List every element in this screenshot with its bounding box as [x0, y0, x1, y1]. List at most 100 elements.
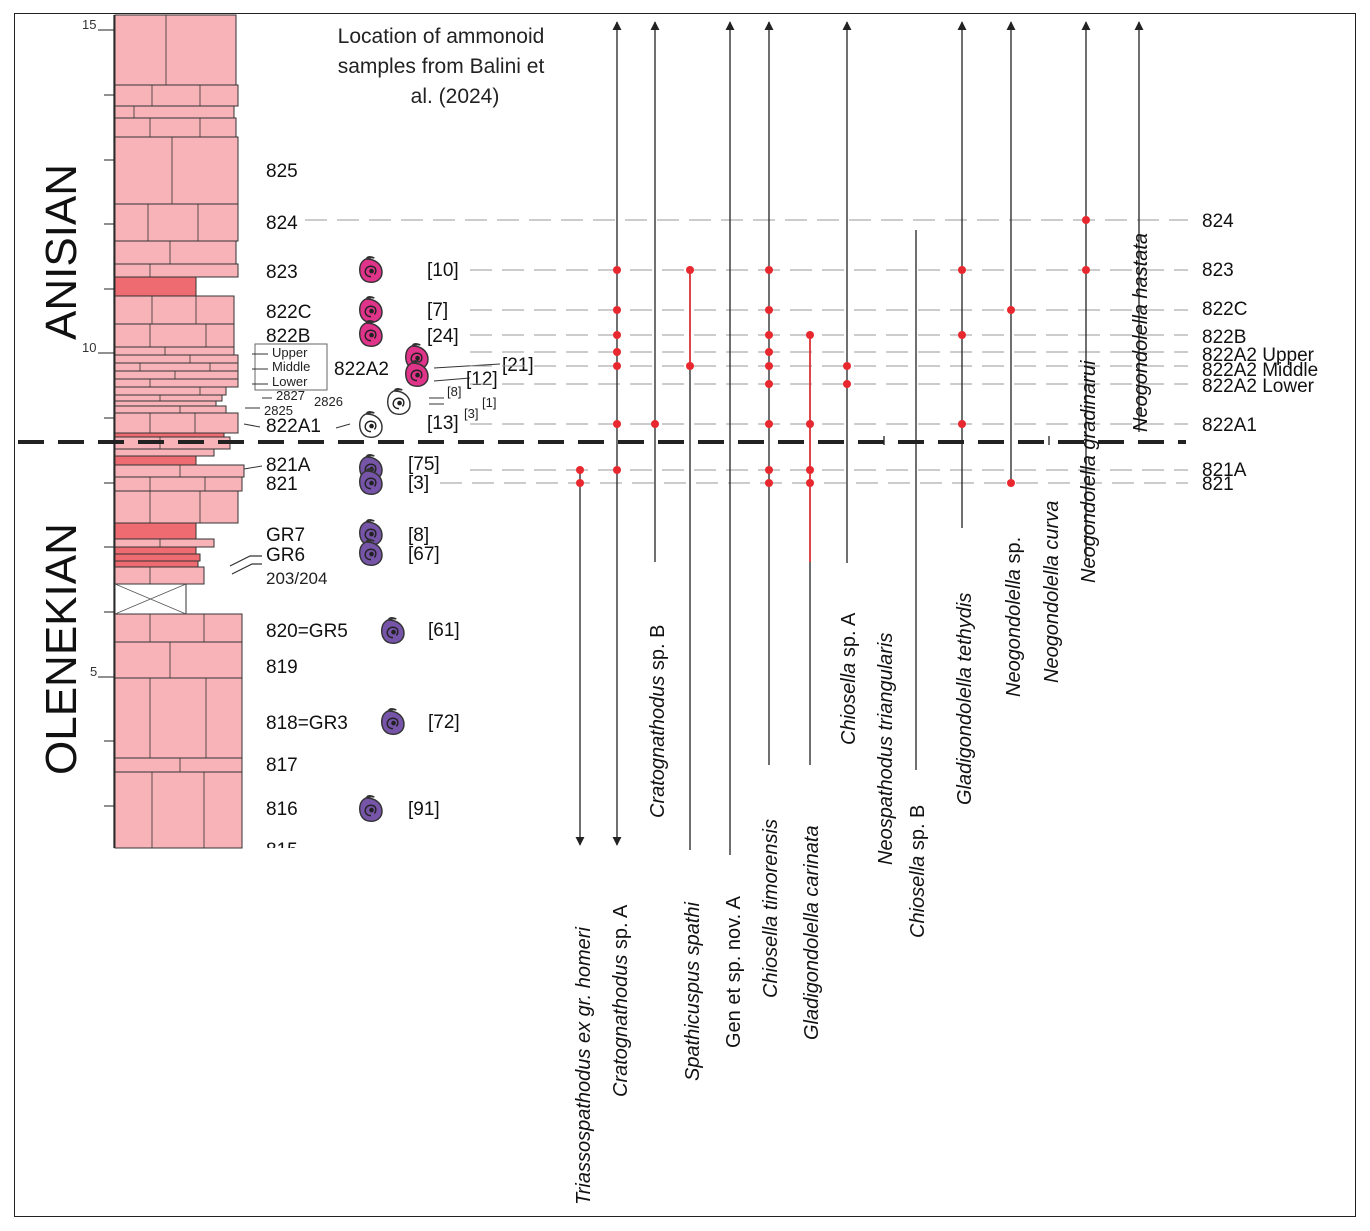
ammonoid-icon [405, 359, 429, 387]
occurrence-dot [1082, 216, 1090, 224]
sample-middle: Middle [272, 359, 310, 374]
rock-bed [114, 490, 239, 524]
ammonoid-icon [381, 707, 405, 735]
taxon-label: Triassospathodus ex gr. homeri [573, 927, 595, 1205]
rock-bed [114, 295, 235, 325]
sample-823: 823 [266, 262, 298, 283]
right-sample-824: 824 [1202, 211, 1234, 232]
occurrence-dot [765, 306, 773, 314]
taxon-range [612, 21, 622, 846]
taxon-range [806, 331, 814, 765]
occurrence-dot [958, 420, 966, 428]
occurrence-dot [1007, 306, 1015, 314]
count-3: [3] [408, 473, 429, 494]
right-sample-822A2-upper: 822A2 Upper [1202, 345, 1315, 366]
occurrence-dot [765, 348, 773, 356]
occurrence-dot [843, 362, 851, 370]
count-24: [24] [427, 326, 459, 347]
rock-bed [114, 613, 243, 643]
ammonoid-icons [359, 255, 429, 822]
sample-824: 824 [266, 213, 298, 234]
occurrence-dot [765, 331, 773, 339]
rock-bed [114, 641, 243, 679]
tick-5: 5 [90, 664, 97, 679]
ammonoid-icon [359, 538, 383, 566]
occurrence-dot [613, 420, 621, 428]
count-3-upper: [3] [464, 406, 478, 421]
rock-bed [114, 203, 239, 242]
count-12: [12] [466, 369, 498, 390]
rock-bed [114, 448, 215, 457]
occurrence-dot [765, 380, 773, 388]
right-sample-821A: 821A [1202, 460, 1247, 481]
sample-203-204: 203/204 [266, 569, 327, 588]
rock-bed [114, 354, 239, 364]
occurrence-dot [576, 466, 584, 474]
rock-bed [114, 476, 243, 492]
sample-2825: 2825 [264, 403, 293, 418]
sample-2826: 2826 [314, 394, 343, 409]
ammonoid-icon [359, 319, 383, 347]
occurrence-dot [613, 306, 621, 314]
occurrence-dot [958, 331, 966, 339]
rock-bed [114, 386, 227, 396]
rock-bed [114, 136, 239, 205]
rock-bed [114, 436, 231, 450]
rock-bed [114, 405, 227, 414]
ammonoid-icon [359, 467, 383, 495]
right-sample-822A1: 822A1 [1202, 415, 1257, 436]
occurrence-dot [765, 420, 773, 428]
rock-bed [114, 394, 223, 402]
count-67: [67] [408, 544, 440, 565]
rock-bed [114, 323, 235, 348]
ammonoid-icon [359, 295, 383, 323]
right-sample-labels: 824 823 822C 822B 822A2 Upper 822A2 Midd… [1202, 211, 1318, 495]
taxon-label: Neogondolella curva [1041, 501, 1063, 683]
left-sample-labels: 825 824 823 822C 822B Upper Middle Lower… [229, 161, 389, 848]
taxon-label: Gladigondolella tethydis [954, 593, 976, 805]
rock-bed [114, 105, 235, 119]
sample-lower: Lower [272, 374, 308, 389]
taxon-label: Neogondolella hastata [1130, 233, 1152, 432]
rock-bed [114, 538, 215, 548]
count-72: [72] [428, 712, 460, 733]
specimen-counts: [10] [7] [24] [21] [12] [8] [1] [13] [3]… [408, 260, 534, 820]
sample-821: 821 [266, 474, 298, 495]
taxon-label: Gladigondolella carinata [801, 825, 823, 1040]
sample-822B: 822B [266, 326, 310, 347]
rock-bed [114, 553, 201, 562]
sample-822C: 822C [266, 302, 311, 323]
rock-bed [114, 400, 217, 407]
occurrence-dot [806, 420, 814, 428]
count-1: [1] [482, 395, 496, 410]
rock-bed [114, 522, 197, 540]
rock-bed [114, 432, 225, 438]
occurrence-dot [613, 331, 621, 339]
figure-frame [14, 13, 1356, 1217]
occurrence-dot [686, 362, 694, 370]
ammonoid-icon [387, 387, 411, 415]
count-13: [13] [427, 413, 459, 434]
occurrence-dot [765, 266, 773, 274]
occurrence-dot [843, 380, 851, 388]
ammonoid-icon [359, 255, 383, 283]
sample-GR7: GR7 [266, 525, 305, 546]
count-75: [75] [408, 454, 440, 475]
sample-820-GR5: 820=GR5 [266, 621, 348, 642]
taxon-range [842, 21, 852, 563]
occurrence-dot [765, 479, 773, 487]
right-sample-822A2-middle: 822A2 Middle [1202, 360, 1318, 381]
taxon-range [575, 466, 585, 846]
count-8-upper: [8] [447, 384, 461, 399]
occurrence-dot [806, 331, 814, 339]
occurrence-dot [613, 266, 621, 274]
count-8: [8] [408, 525, 429, 546]
ammonoid-note-line-1: Location of ammonoid [338, 25, 545, 48]
taxon-label: Spathicuspus spathi [682, 901, 704, 1081]
count-7: [7] [427, 300, 448, 321]
ammonoid-icon [381, 616, 405, 644]
rock-bed [114, 412, 239, 434]
taxon-label: Neogondolella sp. [1003, 537, 1025, 697]
